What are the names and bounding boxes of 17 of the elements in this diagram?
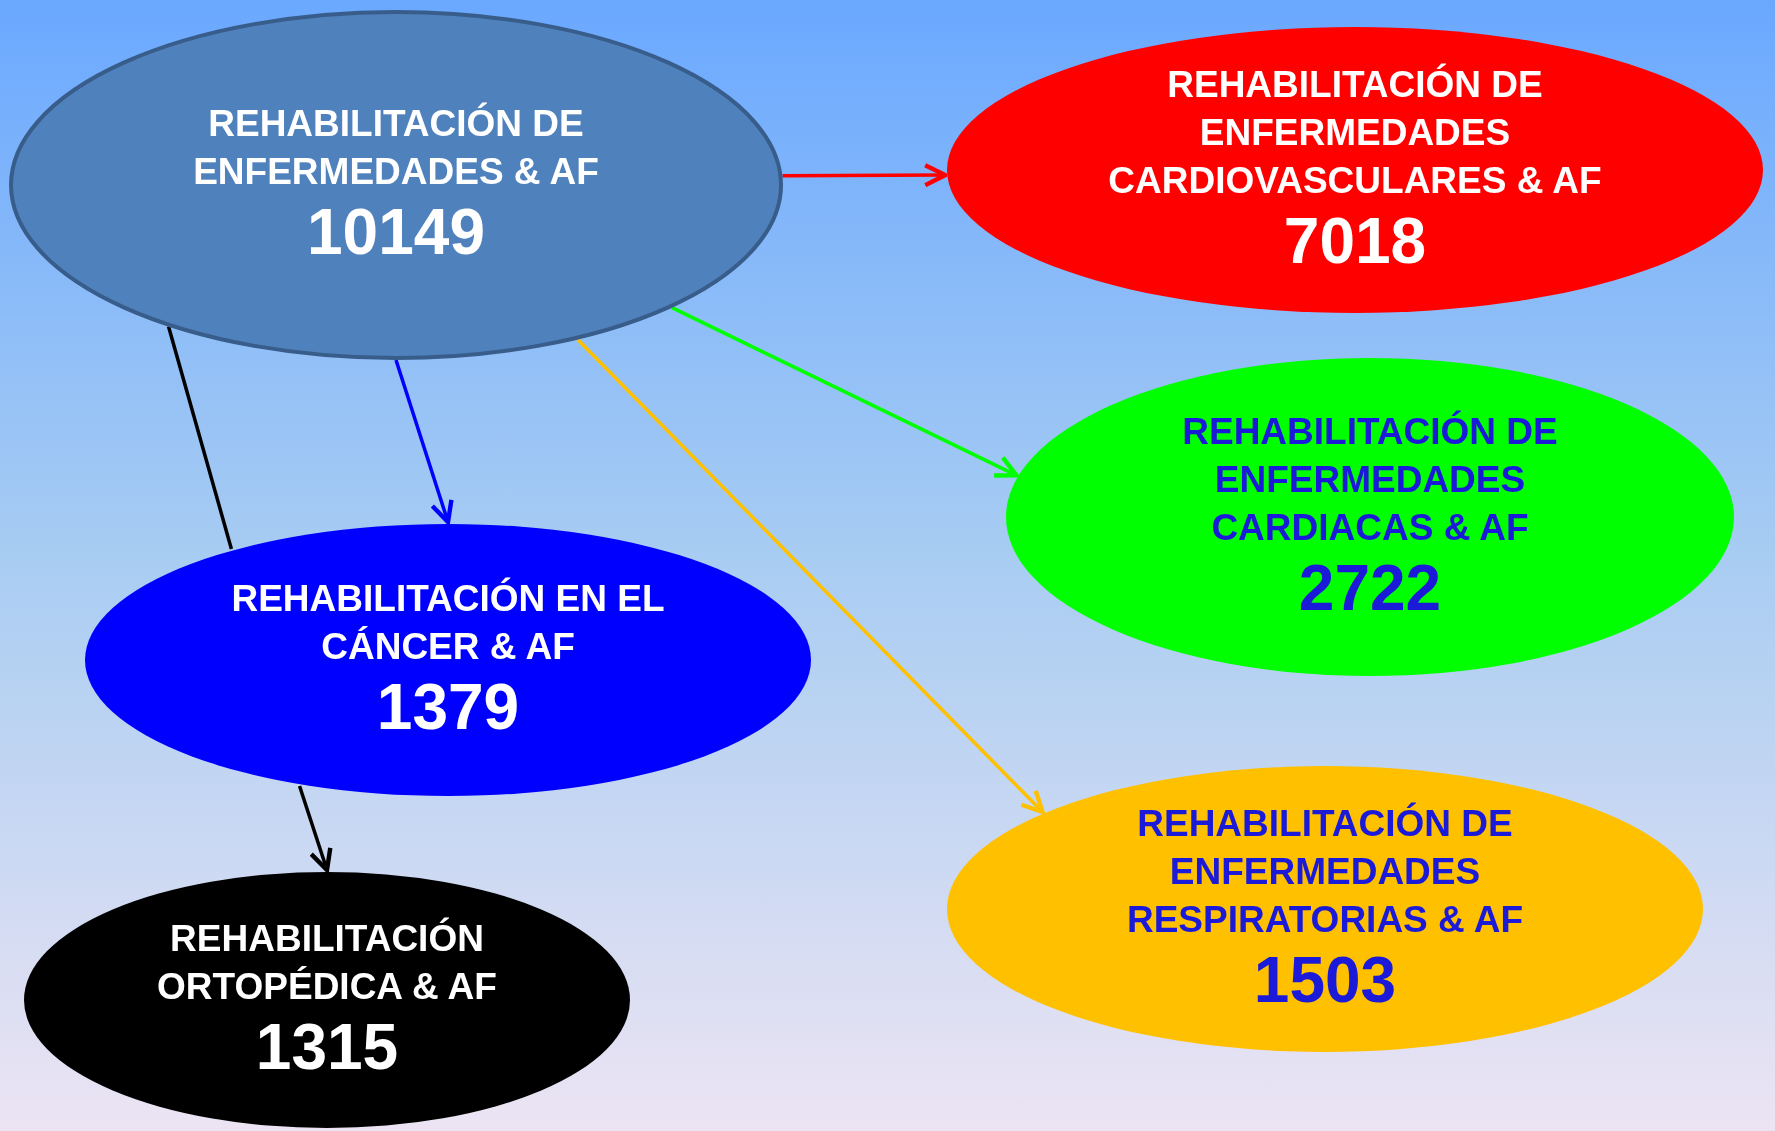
arrow <box>576 338 1045 815</box>
node-count: 2722 <box>1298 552 1442 626</box>
arrow <box>394 359 454 525</box>
node-count: 1503 <box>1253 944 1397 1018</box>
node-title: REHABILITACIÓN DE ENFERMEDADES & AF <box>192 101 600 195</box>
node-count: 1379 <box>376 671 520 745</box>
arrow <box>297 785 333 873</box>
node-count: 10149 <box>307 196 485 270</box>
node-count: 1315 <box>255 1011 399 1085</box>
node-title: REHABILITACIÓN EN EL CÁNCER & AF <box>230 576 666 670</box>
node-title: REHABILITACIÓN ORTOPÉDICA & AF <box>156 916 498 1010</box>
node-count: 7018 <box>1283 205 1427 279</box>
node-title: REHABILITACIÓN DE ENFERMEDADES CARDIACAS & AF <box>1181 409 1559 551</box>
arrow <box>671 306 1019 478</box>
node-title: REHABILITACIÓN DE ENFERMEDADES RESPIRATORIAS & AF <box>1125 801 1525 943</box>
node-title: REHABILITACIÓN DE ENFERMEDADES CARDIOVASCULARES & AF <box>1107 62 1603 204</box>
arrow <box>782 162 948 188</box>
